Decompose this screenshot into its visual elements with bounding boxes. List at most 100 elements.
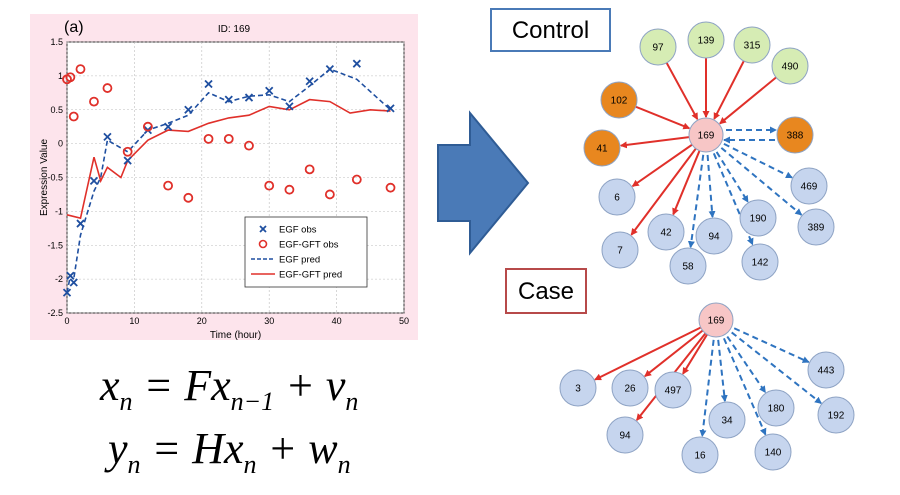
svg-text:102: 102 bbox=[611, 96, 628, 107]
x-marker-point bbox=[352, 59, 361, 68]
network-node: 94 bbox=[606, 416, 644, 454]
x-marker-point bbox=[305, 77, 314, 86]
x-tick-label: 50 bbox=[399, 316, 409, 326]
x-marker-point bbox=[386, 104, 395, 113]
network-node: 169 bbox=[688, 117, 724, 153]
y-tick-label: -1.5 bbox=[47, 240, 63, 250]
legend-box bbox=[244, 216, 368, 288]
o-marker-point bbox=[324, 189, 335, 200]
network-node: 490 bbox=[771, 47, 809, 85]
y-tick-label: 0.5 bbox=[50, 105, 63, 115]
svg-text:490: 490 bbox=[782, 62, 799, 73]
x-marker-point bbox=[62, 288, 72, 297]
o-marker-point bbox=[264, 180, 275, 191]
control-label: Control bbox=[490, 8, 611, 52]
network-edge bbox=[705, 134, 803, 216]
o-marker-point bbox=[284, 184, 295, 195]
o-marker-point bbox=[102, 83, 113, 93]
x-tick-label: 10 bbox=[129, 316, 139, 326]
x-marker-point bbox=[224, 95, 233, 104]
svg-text:497: 497 bbox=[665, 386, 682, 397]
o-marker-point bbox=[351, 174, 362, 185]
x-marker-point bbox=[285, 102, 294, 111]
o-marker-point bbox=[183, 192, 194, 203]
case-label: Case bbox=[505, 268, 587, 314]
x-marker-point bbox=[89, 176, 99, 186]
x-marker-point bbox=[244, 93, 254, 102]
svg-text:180: 180 bbox=[768, 404, 785, 415]
svg-text:389: 389 bbox=[808, 223, 825, 234]
y-tick-label: 1 bbox=[58, 71, 63, 81]
svg-text:139: 139 bbox=[698, 36, 715, 47]
network-edge bbox=[687, 134, 707, 249]
svg-text:EGF obs: EGF obs bbox=[279, 225, 317, 236]
x-tick-label: 0 bbox=[64, 316, 69, 326]
network-node: 102 bbox=[600, 81, 638, 119]
o-marker-point bbox=[68, 111, 79, 122]
x-tick-label: 20 bbox=[197, 316, 207, 326]
o-marker-point bbox=[75, 64, 86, 74]
network-node: 140 bbox=[754, 433, 792, 471]
series-line bbox=[66, 68, 392, 293]
svg-text:6: 6 bbox=[614, 193, 620, 204]
x-tick-label: 40 bbox=[332, 316, 342, 326]
y-tick-label: -1 bbox=[55, 206, 63, 216]
svg-text:7: 7 bbox=[617, 246, 623, 257]
x-marker-point bbox=[204, 79, 213, 89]
svg-text:42: 42 bbox=[660, 228, 672, 239]
network-node: 180 bbox=[757, 389, 795, 427]
network-edge bbox=[715, 319, 810, 364]
state-equation: xn = Fxn−1 + vn bbox=[100, 361, 359, 416]
network-node: 142 bbox=[741, 243, 779, 281]
legend-item: EGF-GFT obs bbox=[258, 240, 339, 251]
svg-text:26: 26 bbox=[624, 384, 636, 395]
network-node: 6 bbox=[598, 178, 636, 216]
o-marker-point bbox=[142, 121, 153, 132]
y-axis-label: Expression Value bbox=[39, 139, 50, 217]
network-node: 26 bbox=[611, 369, 649, 407]
x-marker-point bbox=[184, 105, 193, 114]
svg-text:97: 97 bbox=[652, 43, 664, 54]
svg-text:EGF-GFT pred: EGF-GFT pred bbox=[279, 270, 342, 281]
svg-text:94: 94 bbox=[619, 431, 631, 442]
network-node: 34 bbox=[708, 401, 746, 439]
svg-text:94: 94 bbox=[708, 232, 720, 243]
svg-text:EGF-GFT obs: EGF-GFT obs bbox=[279, 240, 339, 251]
network-edge bbox=[630, 134, 707, 236]
y-tick-label: -2.5 bbox=[47, 308, 63, 318]
svg-text:388: 388 bbox=[787, 131, 804, 142]
network-node: 42 bbox=[647, 213, 685, 251]
network-node: 169 bbox=[698, 302, 734, 338]
svg-text:443: 443 bbox=[818, 366, 835, 377]
network-node: 16 bbox=[681, 436, 719, 474]
panel-label: (a) bbox=[64, 19, 84, 36]
svg-text:EGF pred: EGF pred bbox=[279, 255, 320, 266]
network-edge bbox=[715, 319, 767, 436]
chart-title: ID: 169 bbox=[218, 24, 251, 35]
network-node: 389 bbox=[797, 208, 835, 246]
y-tick-label: 1.5 bbox=[50, 37, 63, 47]
network-node: 3 bbox=[559, 369, 597, 407]
network-node: 443 bbox=[807, 351, 845, 389]
observation-equation: yn = Hxn + wn bbox=[108, 424, 351, 479]
svg-text:34: 34 bbox=[721, 416, 733, 427]
x-marker-point bbox=[76, 219, 85, 228]
network-node: 7 bbox=[601, 231, 639, 269]
y-tick-label: -0.5 bbox=[47, 173, 63, 183]
o-marker-point bbox=[304, 164, 315, 175]
svg-text:190: 190 bbox=[750, 214, 767, 225]
network-node: 192 bbox=[817, 396, 855, 434]
x-marker-point bbox=[163, 122, 173, 131]
x-axis-label: Time (hour) bbox=[210, 330, 261, 341]
network-node: 315 bbox=[733, 26, 771, 64]
svg-text:3: 3 bbox=[575, 384, 581, 395]
legend-item: EGF obs bbox=[259, 225, 317, 236]
network-edge bbox=[594, 319, 717, 381]
svg-text:315: 315 bbox=[744, 41, 761, 52]
network-node: 190 bbox=[739, 199, 777, 237]
o-marker-point bbox=[89, 96, 99, 107]
network-node: 41 bbox=[583, 129, 621, 167]
svg-text:169: 169 bbox=[708, 316, 725, 327]
